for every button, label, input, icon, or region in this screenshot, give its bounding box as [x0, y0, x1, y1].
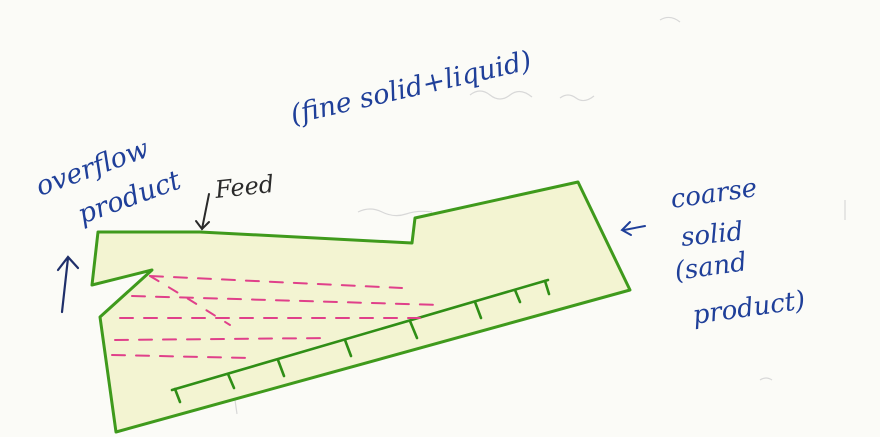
fine-solid-liquid-label: (fine solid+liquid)	[288, 45, 535, 131]
rake-tooth	[276, 358, 286, 378]
rake-tooth	[408, 319, 419, 340]
rake-tooth	[173, 387, 182, 404]
solid-label: solid	[680, 217, 745, 253]
classifier-trough	[90, 180, 632, 434]
rake-bar	[170, 278, 550, 392]
coarse-solid-arrow-icon	[620, 221, 646, 236]
rake-tooth	[513, 288, 522, 304]
paper-bleedthrough	[234, 16, 846, 415]
feed-arrow-icon	[195, 193, 210, 231]
slurry-lines	[111, 275, 441, 359]
feed-label: Feed	[213, 170, 276, 204]
rake-tooth	[543, 279, 551, 296]
rake-mechanism	[170, 278, 551, 404]
product-sand-label: product)	[691, 285, 807, 330]
sand-label: (sand	[673, 247, 749, 287]
rake-tooth	[343, 338, 353, 358]
overflow-arrow-icon	[56, 255, 80, 314]
rake-tooth	[473, 300, 483, 320]
coarse-label: coarse	[669, 173, 759, 215]
rake-tooth	[226, 372, 236, 390]
